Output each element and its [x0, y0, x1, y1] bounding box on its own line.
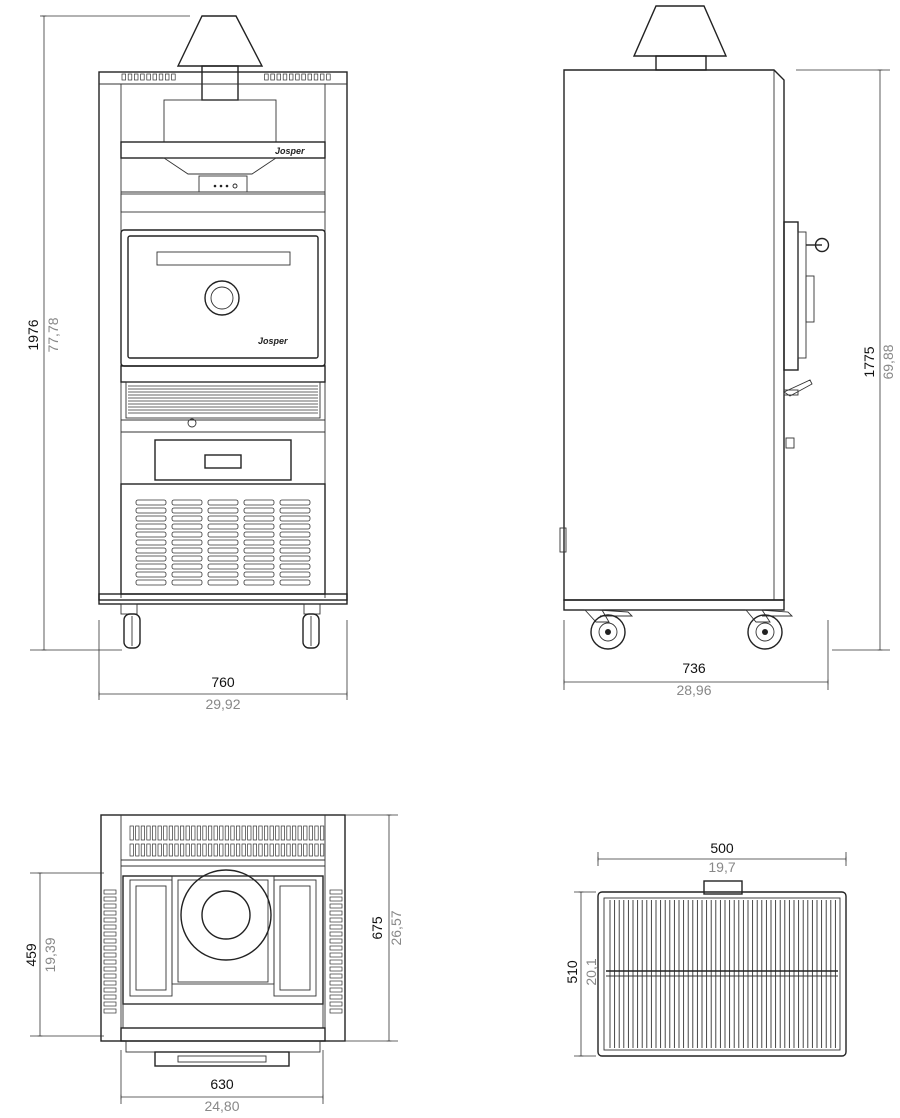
top-inner-in: 19,39 [42, 937, 58, 972]
side-chimney-cap [632, 5, 728, 57]
front-width-in: 29,92 [205, 696, 240, 712]
control-panel [198, 175, 248, 193]
top-inner-frame [122, 875, 324, 1005]
front-base [98, 593, 348, 605]
side-depth-mm: 736 [682, 660, 706, 676]
base-vent-panel [120, 483, 326, 595]
grill-depth-mm: 510 [564, 960, 580, 984]
side-wheel-left [583, 609, 634, 650]
grill-view: 500 19,7 510 20,1 [564, 840, 847, 1057]
oven-frame[interactable] [120, 229, 326, 367]
front-width-mm: 760 [211, 674, 235, 690]
top-width-in: 24,80 [204, 1098, 239, 1114]
grill-depth-in: 20,1 [583, 958, 599, 985]
top-center-box [171, 875, 275, 985]
side-height-mm: 1775 [861, 346, 877, 377]
top-depth-mm: 675 [369, 916, 385, 940]
front-wheel-left [120, 603, 141, 649]
grille-top [120, 365, 326, 383]
side-base [563, 599, 785, 611]
side-body [563, 69, 785, 601]
front-view: Josper Josper [25, 15, 348, 712]
grill-frame [597, 891, 847, 1057]
top-view: 459 19,39 675 26,57 630 24,80 [23, 814, 404, 1114]
chimney-cap [176, 15, 264, 67]
side-chimney-pipe [655, 55, 707, 71]
grill-width-mm: 500 [710, 840, 734, 856]
top-width-mm: 630 [210, 1076, 234, 1092]
top-depth-in: 26,57 [388, 910, 404, 945]
top-inner-mm: 459 [23, 943, 39, 967]
top-vent-row [121, 73, 331, 81]
top-flue-inner [201, 890, 251, 940]
grill-width-in: 19,7 [708, 859, 735, 875]
thermometer-dial[interactable] [204, 280, 240, 316]
oven-door[interactable] [127, 235, 319, 359]
grill-handle [703, 880, 743, 895]
side-depth-in: 28,96 [676, 682, 711, 698]
hood [163, 99, 277, 143]
drawer-handle[interactable] [204, 454, 242, 469]
grill-bars [609, 900, 836, 1048]
drawer[interactable] [154, 439, 292, 481]
vent-knob[interactable] [187, 418, 197, 428]
top-flue-outer [180, 869, 272, 961]
front-height-in: 77,78 [45, 317, 61, 352]
side-wheel-right [745, 609, 794, 650]
shelf [120, 193, 326, 213]
side-door-handle[interactable] [814, 237, 830, 253]
air-grille [125, 381, 321, 419]
side-view: 1775 69,88 736 28,96 [559, 5, 896, 698]
chimney-pipe [201, 65, 239, 101]
front-wheel-right [302, 603, 321, 649]
door-handle[interactable] [156, 251, 291, 266]
door-logo: Josper [258, 336, 288, 346]
side-height-in: 69,88 [880, 344, 896, 379]
front-height-mm: 1976 [25, 319, 41, 350]
side-door [783, 221, 799, 371]
front-body [98, 71, 348, 601]
top-drawer-handle [154, 1051, 290, 1067]
hood-logo: Josper [275, 146, 305, 156]
